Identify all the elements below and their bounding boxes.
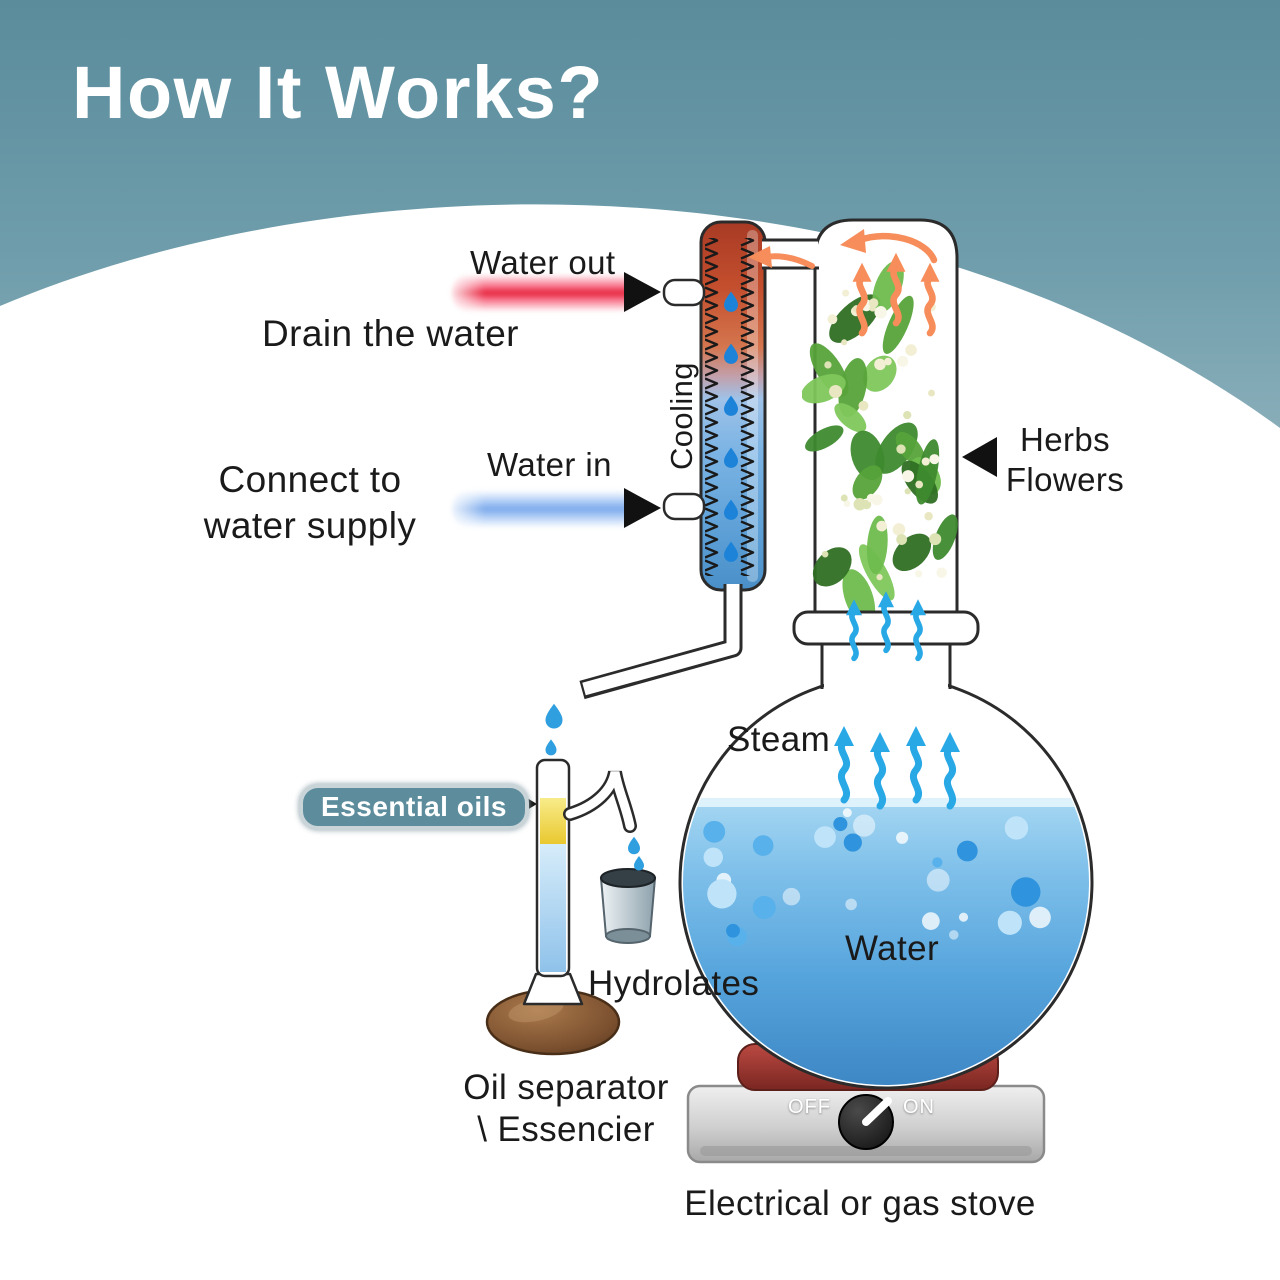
water-in-beam xyxy=(452,490,634,528)
herbs-label-line2: Flowers xyxy=(1005,461,1125,498)
steam-label: Steam xyxy=(727,720,831,759)
herbs xyxy=(802,262,958,612)
hydrolate-layer xyxy=(540,844,566,972)
knob-pointer-icon xyxy=(862,1097,892,1126)
water-out-arrow-icon xyxy=(624,272,661,312)
cooling-label: Cooling xyxy=(664,362,699,470)
herbs-label-line1: Herbs xyxy=(1019,421,1111,458)
flask xyxy=(678,634,1094,1090)
knob-on-label: ON xyxy=(903,1096,935,1118)
water-in-label: Water in xyxy=(487,446,612,483)
oil-separator-label-line1: Oil separator xyxy=(463,1068,669,1107)
condensate-outlet-tube xyxy=(579,584,743,700)
drain-water-label: Drain the water xyxy=(262,313,519,354)
water-out-port xyxy=(662,278,706,307)
essential-oils-badge: Essential oils xyxy=(299,784,529,830)
oil-separator-label-line2: \ Essencier xyxy=(477,1110,655,1149)
water-out-label: Water out xyxy=(470,244,616,281)
water-in-arrow-icon xyxy=(624,488,661,528)
water-bubbles xyxy=(703,808,1051,947)
water-label: Water xyxy=(845,929,940,968)
knob-off-label: OFF xyxy=(788,1096,831,1118)
page-title: How It Works? xyxy=(72,51,605,134)
hydrolates-label: Hydrolates xyxy=(588,964,760,1003)
connect-supply-label-line1: Connect to xyxy=(218,459,402,500)
vapor-arrows xyxy=(748,229,940,333)
header-band xyxy=(0,0,1280,428)
cooling-coil xyxy=(705,238,722,576)
stove-caption: Electrical or gas stove xyxy=(684,1184,1036,1223)
herbs-arrow-icon xyxy=(962,437,997,477)
water-out-beam xyxy=(452,274,634,312)
stove-knob xyxy=(838,1094,894,1150)
oil-separator xyxy=(485,703,657,1056)
connect-supply-label-line2: water supply xyxy=(203,505,417,546)
essential-oil-layer xyxy=(540,798,566,844)
water-in-port xyxy=(662,492,706,521)
hydrolate-cup xyxy=(599,868,657,944)
